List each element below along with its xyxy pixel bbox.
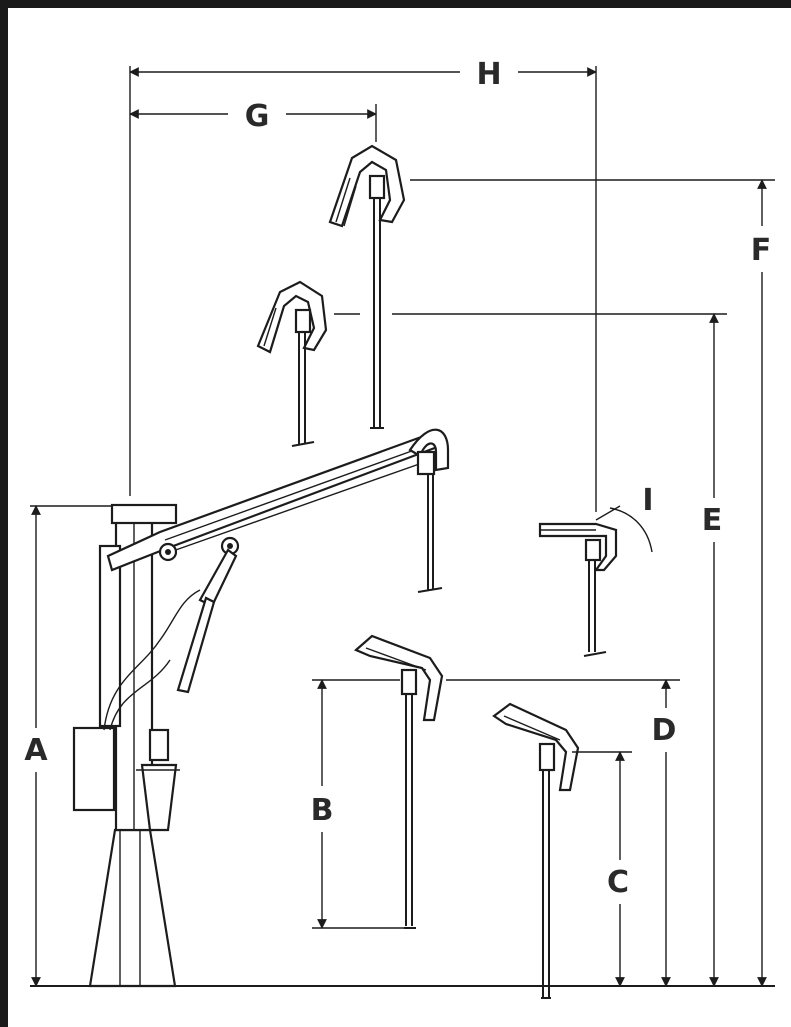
dimension-label-i: I <box>642 483 653 518</box>
diagram-svg: H G F E I D A B C <box>24 57 775 999</box>
dimension-label-c: C <box>607 865 629 900</box>
main-arm <box>106 428 450 694</box>
dimension-label-e: E <box>702 503 723 538</box>
raised-arm-upper <box>328 144 406 429</box>
dimension-label-f: F <box>751 233 772 268</box>
control-box <box>72 726 116 812</box>
dimension-label-h: H <box>476 57 501 92</box>
dimension-label-a: A <box>24 733 48 768</box>
pedestal-column <box>72 503 201 988</box>
dimension-label-d: D <box>652 713 677 748</box>
lowered-arm-c <box>492 702 580 999</box>
dimension-label-g: G <box>245 99 270 134</box>
lowered-arm-b <box>353 634 444 929</box>
dimension-lines <box>31 67 767 987</box>
swivel-head <box>110 503 178 525</box>
extension-lines <box>30 66 775 929</box>
dimension-label-b: B <box>311 793 334 828</box>
arm-rotation-i <box>538 505 653 657</box>
raised-arm-middle <box>256 280 328 447</box>
